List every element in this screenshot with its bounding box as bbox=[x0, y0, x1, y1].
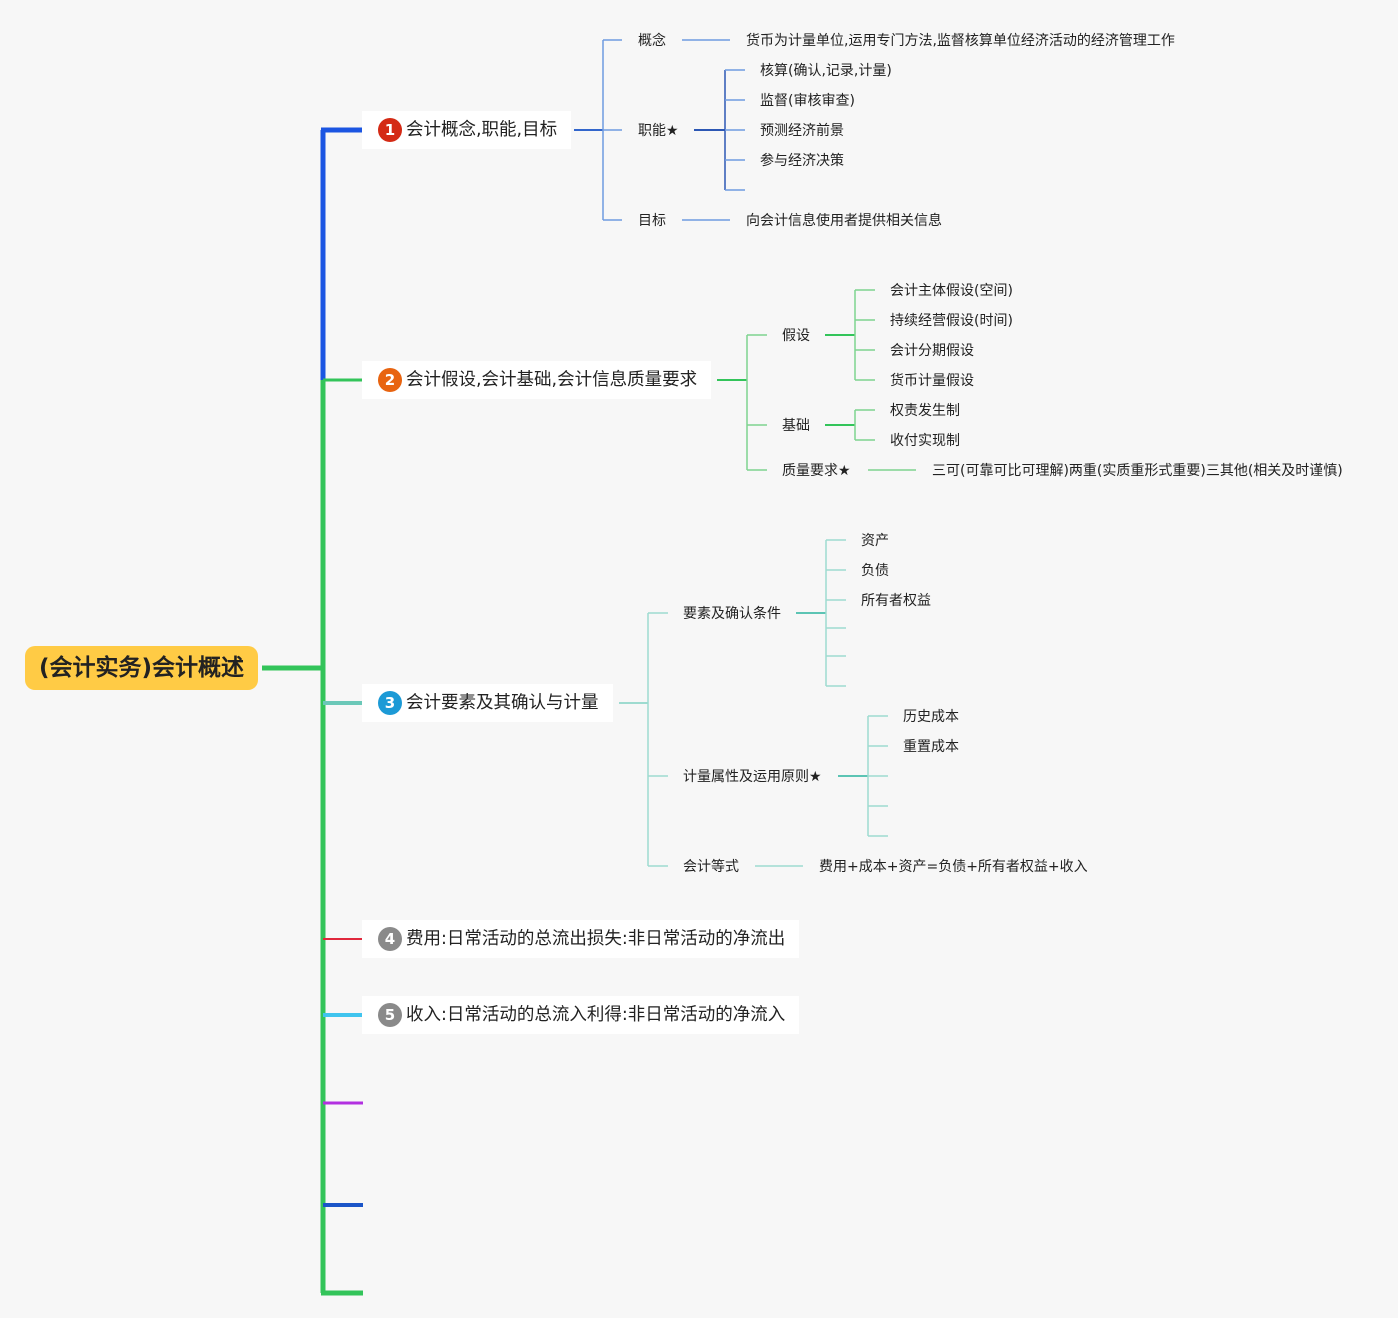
leaf-function-item[interactable]: 预测经济前景 bbox=[760, 123, 844, 139]
leaf-function-item[interactable]: 参与经济决策 bbox=[760, 153, 844, 169]
leaf-function-item[interactable]: 监督(审核审查) bbox=[760, 93, 855, 109]
number-badge-1: 1 bbox=[378, 118, 402, 142]
branch-4-label: 费用:日常活动的总流出损失:非日常活动的净流出 bbox=[406, 929, 786, 949]
leaf-assumption-item[interactable]: 货币计量假设 bbox=[890, 373, 974, 389]
number-badge-4: 4 bbox=[378, 927, 402, 951]
branch-2-topic[interactable]: 2 会计假设,会计基础,会计信息质量要求 bbox=[362, 361, 712, 399]
subtopic-basis[interactable]: 基础 bbox=[782, 418, 810, 434]
leaf-basis-item[interactable]: 收付实现制 bbox=[890, 433, 960, 449]
leaf-element-item[interactable]: 资产 bbox=[861, 533, 889, 549]
leaf-equation[interactable]: 费用+成本+资产=负债+所有者权益+收入 bbox=[819, 859, 1088, 875]
leaf-assumption-item[interactable]: 会计主体假设(空间) bbox=[890, 283, 1013, 299]
subtopic-concept[interactable]: 概念 bbox=[638, 33, 666, 49]
subtopic-measurement[interactable]: 计量属性及运用原则★ bbox=[683, 769, 822, 785]
leaf-function-item[interactable]: 核算(确认,记录,计量) bbox=[760, 63, 892, 79]
branch-1-topic[interactable]: 1 会计概念,职能,目标 bbox=[362, 111, 572, 149]
branch-5-topic[interactable]: 5 收入:日常活动的总流入利得:非日常活动的净流入 bbox=[362, 996, 800, 1034]
leaf-assumption-item[interactable]: 持续经营假设(时间) bbox=[890, 313, 1013, 329]
number-badge-3: 3 bbox=[378, 691, 402, 715]
subtopic-goal[interactable]: 目标 bbox=[638, 213, 666, 229]
branch-4-topic[interactable]: 4 费用:日常活动的总流出损失:非日常活动的净流出 bbox=[362, 920, 800, 958]
subtopic-functions[interactable]: 职能★ bbox=[638, 123, 679, 139]
leaf-element-item[interactable]: 所有者权益 bbox=[861, 593, 931, 609]
leaf-basis-item[interactable]: 权责发生制 bbox=[890, 403, 960, 419]
root-topic[interactable]: (会计实务)会计概述 bbox=[25, 646, 259, 690]
branch-5-label: 收入:日常活动的总流入利得:非日常活动的净流入 bbox=[406, 1005, 786, 1025]
branch-3-topic[interactable]: 3 会计要素及其确认与计量 bbox=[362, 684, 613, 722]
leaf-measurement-item[interactable]: 历史成本 bbox=[903, 709, 959, 725]
branch-3-label: 会计要素及其确认与计量 bbox=[406, 693, 599, 713]
leaf-element-item[interactable]: 负债 bbox=[861, 563, 889, 579]
leaf-assumption-item[interactable]: 会计分期假设 bbox=[890, 343, 974, 359]
leaf-quality-summary[interactable]: 三可(可靠可比可理解)两重(实质重形式重要)三其他(相关及时谨慎) bbox=[932, 463, 1343, 479]
subtopic-equation[interactable]: 会计等式 bbox=[683, 859, 739, 875]
leaf-concept-definition[interactable]: 货币为计量单位,运用专门方法,监督核算单位经济活动的经济管理工作 bbox=[746, 33, 1175, 49]
branch-1-label: 会计概念,职能,目标 bbox=[406, 120, 558, 140]
number-badge-2: 2 bbox=[378, 368, 402, 392]
leaf-goal-definition[interactable]: 向会计信息使用者提供相关信息 bbox=[746, 213, 942, 229]
leaf-measurement-item[interactable]: 重置成本 bbox=[903, 739, 959, 755]
number-badge-5: 5 bbox=[378, 1003, 402, 1027]
subtopic-quality-requirements[interactable]: 质量要求★ bbox=[782, 463, 851, 479]
subtopic-assumptions[interactable]: 假设 bbox=[782, 328, 810, 344]
branch-2-label: 会计假设,会计基础,会计信息质量要求 bbox=[406, 370, 698, 390]
subtopic-elements[interactable]: 要素及确认条件 bbox=[683, 606, 781, 622]
